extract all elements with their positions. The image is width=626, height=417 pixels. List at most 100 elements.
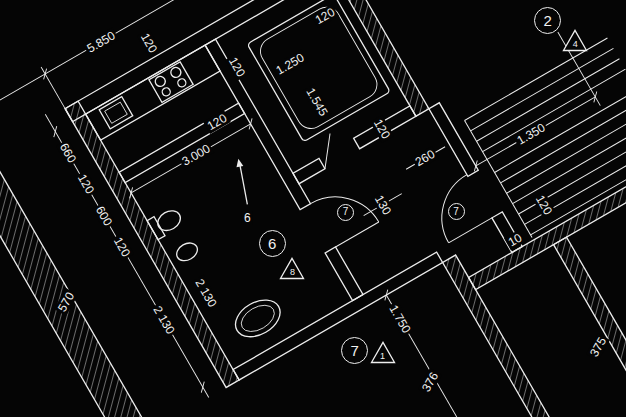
dimension-line [381,290,392,301]
room-number: 4 [573,40,578,49]
stairs [483,69,626,151]
kitchen-counter [153,75,167,89]
triangle-outline [281,258,304,278]
room-number: 1 [380,352,385,361]
stairs [465,38,626,237]
dimension-text: 570 [54,288,78,316]
room-tag-circle: 7 [337,204,354,221]
leader-arrow [227,163,259,205]
dimension-text: 1.545 [303,83,332,119]
hatched-wall [443,255,581,417]
stairs [501,100,626,183]
hatched-wall [554,237,626,417]
dimension-line [197,382,208,393]
wall [65,0,522,410]
dimension-text: 130 [371,191,395,219]
kitchen-counter [169,66,183,80]
dimension-text: 2 130 [149,301,178,337]
callout-number: 6 [242,211,253,225]
room-number: 6 [268,236,276,251]
dimension-text: 1.350 [513,119,549,148]
room-tag-triangle: 8 [280,258,304,279]
sanitary-fixture [147,185,286,356]
dimension-line [41,67,65,109]
triangle-outline [371,342,394,362]
dimension-line [386,295,460,417]
sanitary-fixture [174,239,201,264]
dimension-text: 120 [203,110,231,134]
room-number: 7 [343,207,349,217]
room-tag-circle: 6 [259,230,286,257]
door-swing [449,218,492,243]
dimension-line [245,118,256,129]
dimension-text: 120 [370,115,394,143]
dimension-text: 376 [418,368,442,396]
dimension-text: 1.750 [386,301,415,337]
dimension-text: 375 [586,333,610,361]
room-tag-circle: 7 [448,203,465,220]
stairs [531,152,626,235]
dimension-text: 1.250 [272,50,308,79]
sanitary-fixture [237,300,279,337]
triangle-outline [564,30,587,50]
dimension-text: 660 [56,139,80,167]
leader-arrow [225,158,261,204]
kitchen-counter [149,62,193,103]
bathtub [255,2,382,133]
dimension-text: 260 [411,146,439,170]
room-number: 8 [290,268,295,277]
stairs [495,90,626,172]
dimension-line [126,187,137,198]
wall [429,103,478,177]
dimension-line [50,126,61,137]
dimension-text: 120 [110,233,134,261]
door-swing [424,175,492,243]
wall [293,158,325,183]
dimension-line [0,0,327,161]
dimension-text: 120 [225,53,249,81]
dimension-text: 5.850 [83,27,119,56]
room-tag-circle: 7 [341,337,368,364]
dimension-line [470,161,481,172]
kitchen-counter [161,86,172,97]
kitchen-counter [105,102,128,123]
sanitary-fixture [147,217,165,240]
wall [325,247,363,301]
room-tag-triangle: 1 [371,342,395,363]
kitchen-counter [99,97,133,129]
bathtub [247,0,390,142]
dimension-line [131,124,251,193]
dimension-text: 120 [532,191,556,219]
wall [119,103,245,182]
leader-arrow [233,158,243,169]
dimension-text: 600 [92,202,116,230]
room-number: 7 [453,207,459,217]
hatched-wall [65,101,239,387]
room-tag-circle: 2 [534,7,561,34]
kitchen-counter [176,77,187,88]
dimension-line [476,97,596,166]
stairs [525,142,626,225]
dimension-text: 120 [74,171,98,199]
wall [233,252,443,380]
dimension-text: 120 [311,4,339,28]
dimension-text: 10 [504,230,526,251]
hatched-wall [0,101,169,417]
door-swing [336,222,379,247]
room-tag-triangle: 4 [563,30,587,51]
sanitary-fixture [154,207,184,235]
door-swing [311,134,344,169]
stairs [507,111,626,194]
room-number: 7 [351,343,359,358]
dimension-text: 120 [136,29,160,57]
kitchen-counter [86,45,221,140]
kitchen-counter [86,45,221,140]
sanitary-fixture [229,293,287,345]
bathtub [247,0,390,142]
dimension-text: 2 130 [192,275,221,311]
dimension-text: 3.000 [178,141,214,170]
